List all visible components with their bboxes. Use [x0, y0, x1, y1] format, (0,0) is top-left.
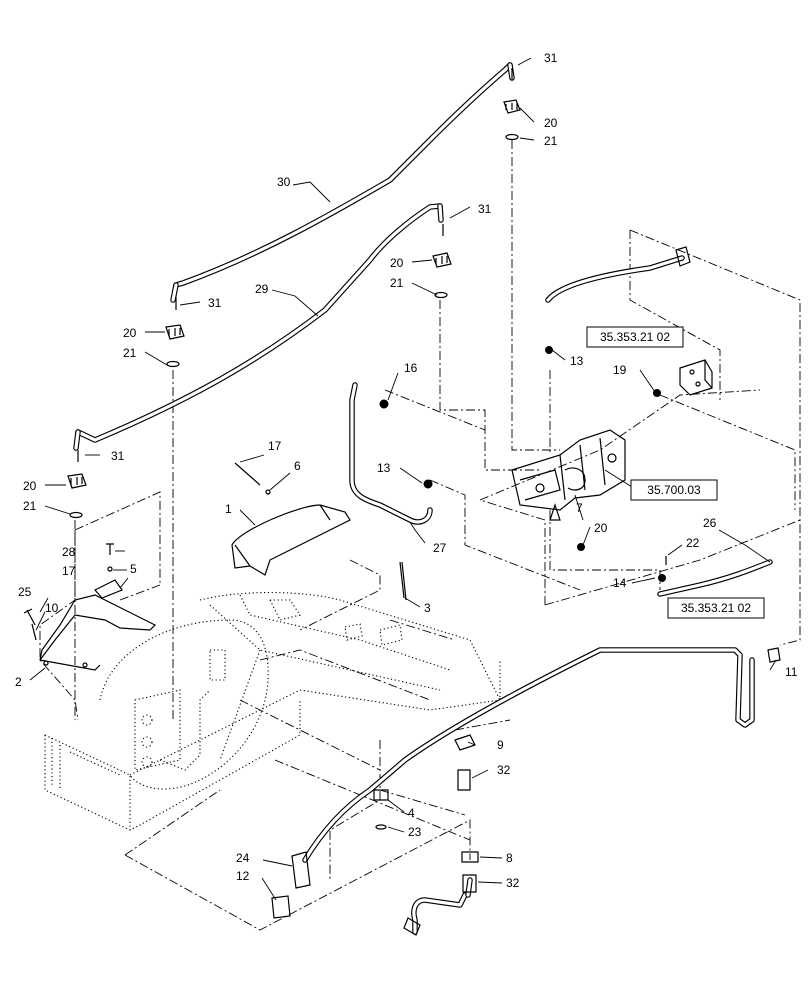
callout-20: 20: [390, 256, 404, 270]
reference-label: 35.700.03: [647, 483, 701, 497]
callout-9: 9: [497, 738, 504, 752]
callout-25: 25: [18, 585, 32, 599]
callout-21: 21: [23, 499, 37, 513]
reference-box-valve: 35.700.03: [630, 479, 718, 501]
reference-box-bottom: 35.353.21 02: [667, 597, 765, 619]
tube-26: [657, 559, 773, 597]
callout-20: 20: [544, 116, 558, 130]
callout-26: 26: [703, 516, 717, 530]
callout-6: 6: [294, 459, 301, 473]
callout-32: 32: [497, 763, 511, 777]
callout-29: 29: [255, 282, 269, 296]
callout-27: 27: [433, 541, 447, 555]
callout-19: 20: [594, 521, 608, 535]
small-parts: [23, 346, 781, 936]
valve-assembly: [511, 429, 626, 521]
callout-13: 13: [377, 461, 391, 475]
callout-8: 8: [506, 851, 513, 865]
callout-labels: 31 20 21 30 31 20 21 29 31 20 21 31 20 2…: [15, 51, 798, 890]
tube-30: [170, 62, 515, 303]
clamp-group-mid: [432, 224, 452, 299]
callout-16: 17: [62, 564, 76, 578]
callout-31: 31: [111, 449, 125, 463]
callout-21: 21: [544, 134, 558, 148]
callout-2: 2: [15, 675, 22, 689]
callout-28: 28: [62, 545, 76, 559]
clamp-group-left-upper: [165, 297, 185, 368]
callout-3: 3: [424, 601, 431, 615]
machine-frame: [44, 591, 501, 831]
callout-11: 11: [785, 665, 798, 679]
callout-31: 31: [544, 51, 558, 65]
callout-13: 13: [570, 354, 584, 368]
callout-12: 12: [236, 869, 250, 883]
callout-21: 21: [123, 346, 137, 360]
callout-4: 4: [408, 806, 415, 820]
clamp-group-left-lower: [67, 450, 87, 519]
callout-5: 5: [130, 562, 137, 576]
callout-21: 21: [390, 276, 404, 290]
tube-lower: [411, 877, 473, 935]
reference-box-top: 35.353.21 02: [586, 326, 684, 348]
callout-24: 24: [236, 851, 250, 865]
callout-leaders: [29, 57, 777, 901]
callout-22: 22: [686, 536, 700, 550]
callout-20: 20: [23, 479, 37, 493]
callout-1: 1: [225, 502, 232, 516]
callout-10: 10: [45, 601, 59, 615]
callout-15: 16: [404, 361, 418, 375]
callout-31: 31: [478, 202, 492, 216]
callout-14: 14: [613, 576, 627, 590]
callout-23: 23: [408, 825, 422, 839]
callout-32: 32: [506, 876, 520, 890]
reference-label: 35.353.21 02: [681, 601, 751, 615]
callout-7: 7: [576, 501, 583, 515]
clamp-group-top: [503, 68, 521, 141]
callout-31: 31: [208, 296, 222, 310]
callout-30: 30: [277, 175, 291, 189]
callout-18: 19: [613, 363, 627, 377]
hose-13: [545, 246, 691, 303]
tube-11: [302, 647, 755, 863]
block-18: [679, 359, 713, 396]
reference-label: 35.353.21 02: [600, 330, 670, 344]
tube-29: [73, 203, 444, 451]
assembly-lines: [39, 140, 801, 931]
callout-20: 20: [123, 326, 137, 340]
callout-17: 17: [268, 439, 282, 453]
tube-27: [349, 382, 433, 525]
